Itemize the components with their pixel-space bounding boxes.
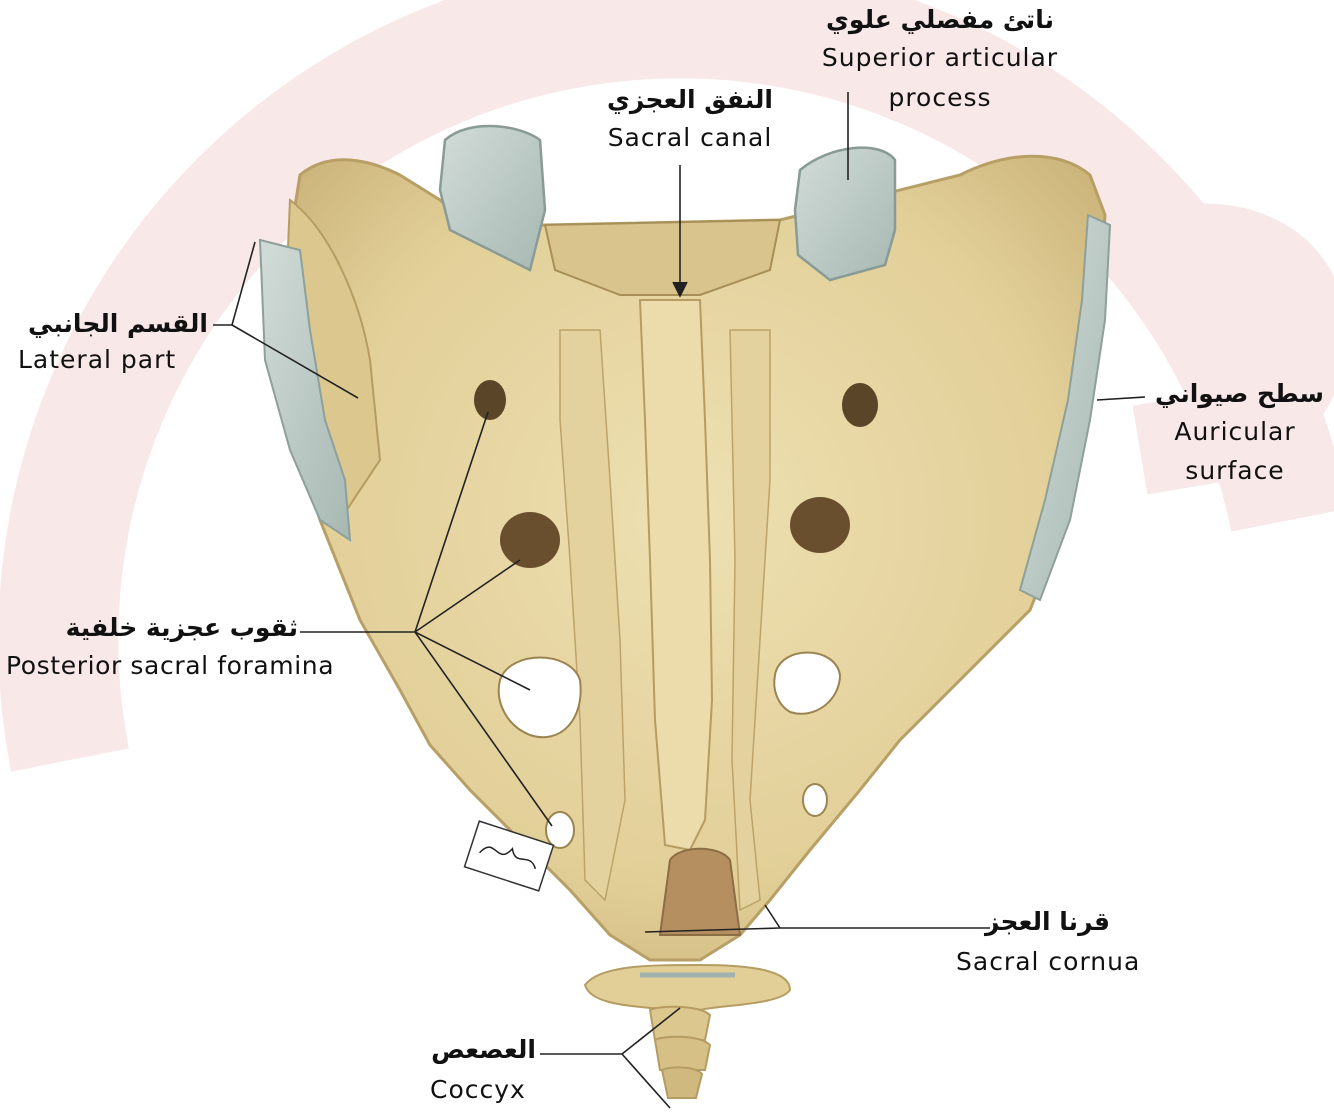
superior-articular-process-right xyxy=(795,148,895,280)
coccyx-label-ar: العصعص xyxy=(418,1036,536,1065)
auricular-surface-label-en-2: surface xyxy=(1150,457,1320,486)
superior-articular-process-label-en-2: process xyxy=(815,84,1065,113)
coccyx-label-en: Coccyx xyxy=(430,1076,526,1105)
sacral-cornua-label-en: Sacral cornua xyxy=(956,948,1140,977)
foramen-right-4 xyxy=(803,784,827,816)
leader-auricular xyxy=(1097,397,1145,400)
foramen-left-1 xyxy=(474,380,506,420)
posterior-sacral-foramina-label-en: Posterior sacral foramina xyxy=(6,652,334,681)
lateral-part-label-en: Lateral part xyxy=(18,346,176,375)
superior-articular-process-label-en-1: Superior articular xyxy=(815,44,1065,73)
foramen-right-1 xyxy=(842,383,878,427)
sacral-hiatus xyxy=(660,849,740,935)
coccyx-illustration xyxy=(585,965,790,1098)
sacral-canal-label-en: Sacral canal xyxy=(590,124,790,153)
lateral-part-label-ar: القسم الجانبي xyxy=(8,310,208,339)
foramen-left-4 xyxy=(546,812,574,848)
posterior-sacral-foramina-label-ar: ثقوب عجزية خلفية xyxy=(60,614,298,643)
leader-cornua-b xyxy=(765,905,780,928)
auricular-surface-label-ar: سطح صيواني xyxy=(1148,380,1324,409)
superior-articular-process-label-ar: ناتئ مفصلي علوي xyxy=(815,6,1065,35)
foramen-right-2 xyxy=(790,497,850,553)
auricular-surface-label-en-1: Auricular xyxy=(1150,418,1320,447)
sacral-canal-label-ar: النفق العجزي xyxy=(590,86,790,115)
sacral-cornua-label-ar: قرنا العجز xyxy=(985,908,1110,937)
foramen-left-2 xyxy=(500,512,560,568)
